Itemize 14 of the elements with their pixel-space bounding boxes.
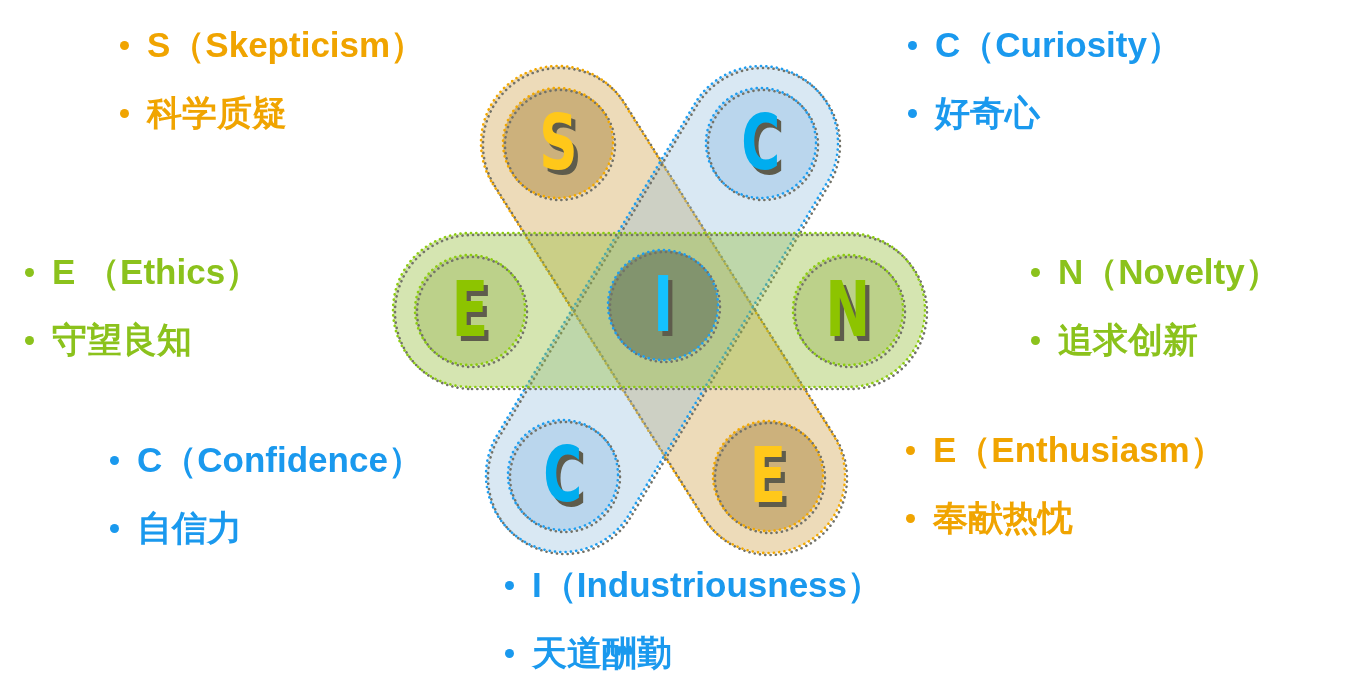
term-label: E（Enthusiasm） — [933, 429, 1225, 471]
term-label: N（Novelty） — [1058, 251, 1280, 293]
term-label: C（Confidence） — [137, 439, 423, 481]
translation-label: 守望良知 — [52, 319, 192, 361]
translation-label: 天道酬勤 — [532, 632, 672, 674]
translation-label: 自信力 — [137, 507, 242, 549]
translation-label: 好奇心 — [935, 92, 1040, 134]
term-label: S（Skepticism） — [147, 24, 426, 66]
term-label: I（Industriousness） — [532, 564, 883, 606]
term-label: C（Curiosity） — [935, 24, 1182, 66]
translation-label: 奉献热忱 — [933, 497, 1073, 539]
term-label: E （Ethics） — [52, 251, 261, 293]
translation-label: 追求创新 — [1058, 319, 1198, 361]
translation-label: 科学质疑 — [147, 92, 287, 134]
